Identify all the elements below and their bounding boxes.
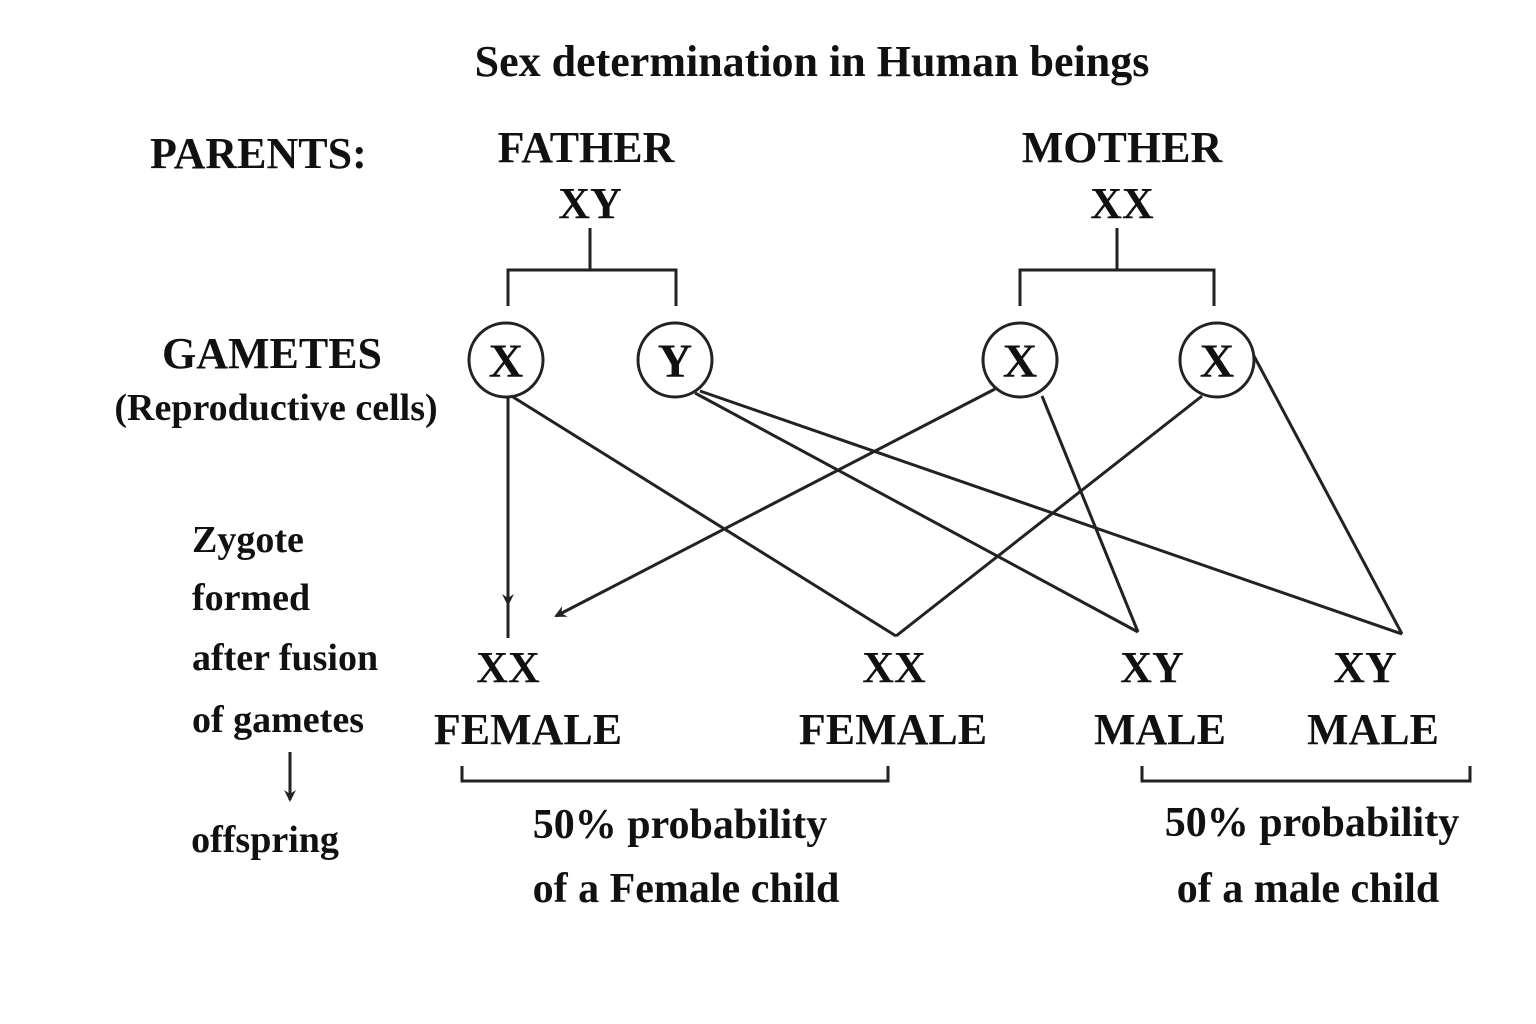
female-probability-bracket (460, 766, 890, 783)
male-probability-line2: of a male child (1177, 866, 1439, 912)
gamete-letter: X (489, 335, 524, 388)
male-probability-line1: 50% probability (1165, 800, 1459, 846)
gametes-sublabel: (Reproductive cells) (114, 387, 437, 429)
cross-line-motherX2-to-zygote4 (1252, 355, 1404, 635)
offspring-label: offspring (191, 819, 339, 861)
parents-label: PARENTS: (150, 129, 367, 178)
offspring-1-genotype: XX (476, 643, 540, 692)
female-probability-line2: of a Female child (533, 866, 840, 912)
gamete-circle (1178, 321, 1256, 399)
cross-line-fatherY-to-zygote3 (694, 391, 1139, 634)
cross-line-fatherX-to-zygote2 (512, 395, 897, 638)
mother-genotype: XX (1090, 179, 1154, 228)
gamete-circle (467, 321, 545, 399)
offspring-4-genotype: XY (1333, 643, 1397, 692)
offspring-2-sex: FEMALE (799, 705, 987, 754)
offspring-4-sex: MALE (1307, 705, 1439, 754)
father-genotype: XY (558, 179, 622, 228)
father-label: FATHER (498, 123, 676, 172)
father-gamete-y: Y (636, 321, 714, 399)
gamete-circle (981, 321, 1059, 399)
father-gamete-bracket (506, 228, 678, 306)
zygote-label-line2: formed (192, 577, 310, 619)
gamete-letter: Y (658, 335, 693, 388)
cross-line-motherX2-to-zygote2 (895, 394, 1203, 638)
cross-line-fatherY-to-zygote4 (699, 389, 1403, 636)
gametes-label: GAMETES (162, 329, 382, 378)
gamete-letter: X (1003, 335, 1038, 388)
mother-gamete-x1: X (981, 321, 1059, 399)
mother-gamete-x2: X (1178, 321, 1256, 399)
zygote-label-line1: Zygote (192, 519, 304, 561)
cross-line-motherX1-to-zygote3 (1040, 395, 1140, 633)
offspring-3-genotype: XY (1120, 643, 1184, 692)
zygote-label-line3: after fusion (192, 637, 378, 679)
zygote-label-line4: of gametes (192, 699, 364, 741)
father-gamete-x: X (467, 321, 545, 399)
offspring-1-sex: FEMALE (434, 705, 622, 754)
offspring-3-sex: MALE (1094, 705, 1226, 754)
male-probability-bracket (1140, 766, 1472, 783)
mother-gamete-bracket (1018, 228, 1216, 306)
gamete-circle (636, 321, 714, 399)
offspring-2-genotype: XX (862, 643, 926, 692)
female-probability-line1: 50% probability (533, 802, 827, 848)
gamete-letter: X (1200, 335, 1235, 388)
diagram-title: Sex determination in Human beings (475, 37, 1150, 86)
cross-line-motherX1-to-zygote1 (554, 387, 996, 618)
mother-label: MOTHER (1022, 123, 1224, 172)
